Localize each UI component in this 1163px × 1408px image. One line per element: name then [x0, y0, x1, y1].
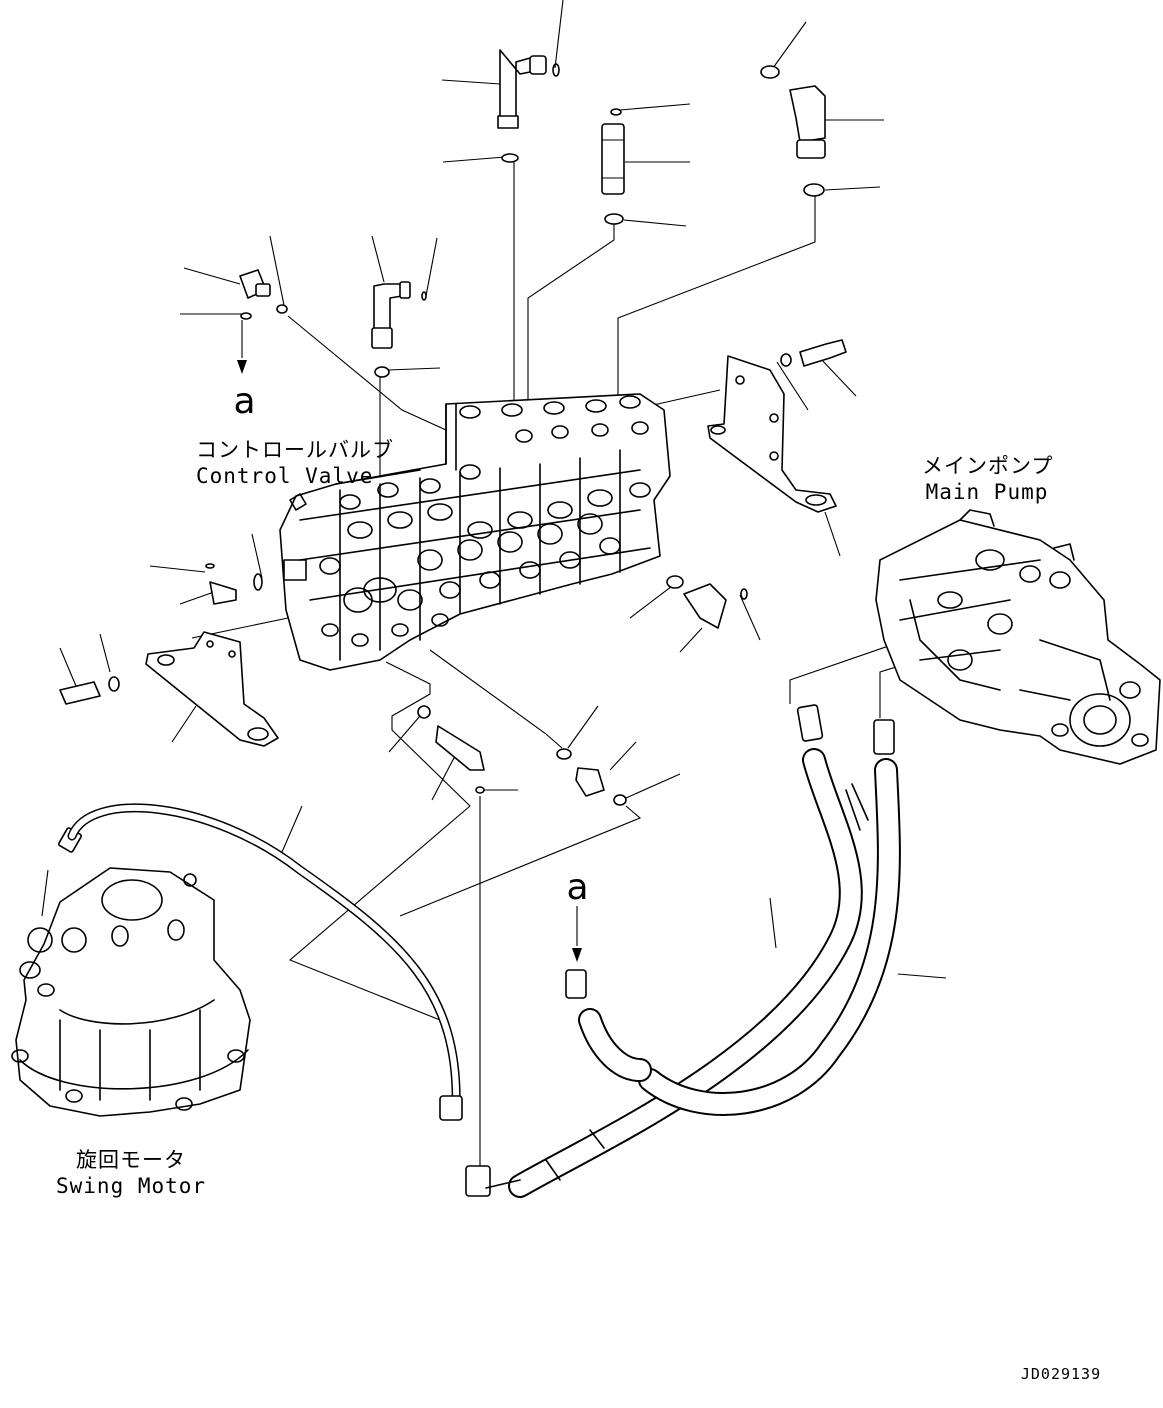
main-pump-label-en: Main Pump	[925, 480, 1049, 504]
control-valve-label-en: Control Valve	[196, 464, 374, 488]
control-valve-label-jp: コントロールバルブ	[196, 438, 394, 462]
leader-lines	[41, 0, 947, 1168]
swing-motor-drawing	[11, 827, 251, 1117]
hoses	[67, 704, 901, 1198]
reference-mark-a-top: a	[233, 381, 257, 422]
brackets	[145, 355, 837, 747]
main-pump-drawing	[875, 509, 1161, 765]
control-valve-drawing	[279, 393, 671, 671]
drawing-code: JD029139	[1020, 1365, 1102, 1383]
swing-motor-label-en: Swing Motor	[56, 1174, 207, 1198]
swing-motor-label-jp: 旋回モータ	[76, 1148, 186, 1172]
fittings	[59, 49, 847, 806]
main-pump-label-jp: メインポンプ	[922, 454, 1054, 478]
reference-mark-a-bottom: a	[566, 867, 590, 908]
